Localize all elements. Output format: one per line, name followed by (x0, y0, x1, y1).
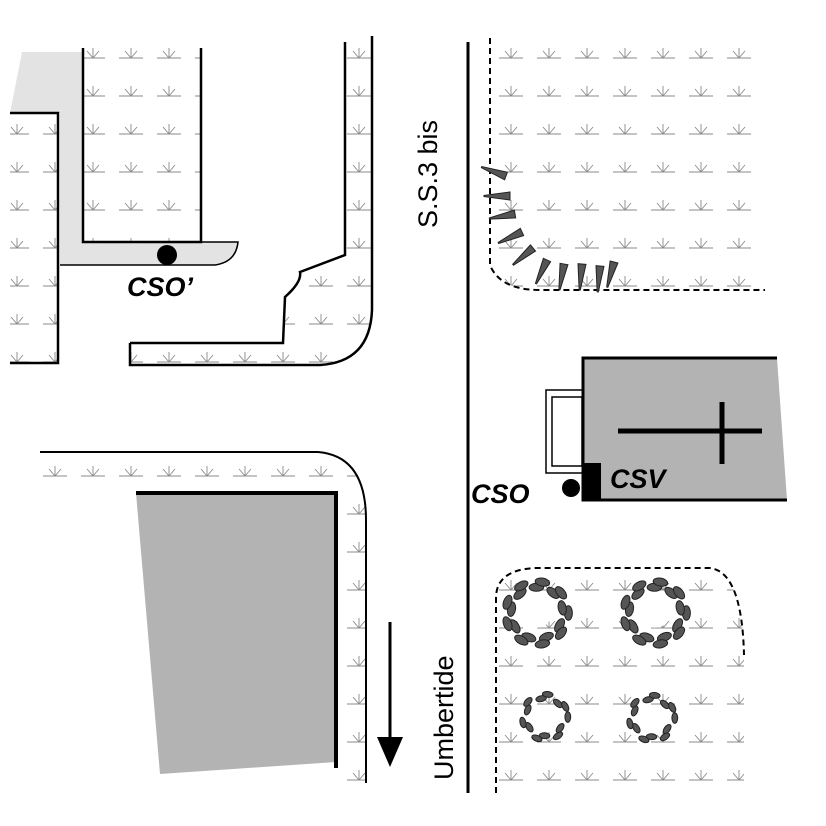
csv-label: CSV (610, 464, 668, 494)
entrance-inner (551, 396, 583, 467)
tree-leaf (555, 722, 565, 734)
left-strip-outline (10, 111, 60, 365)
arrow-down-icon (377, 622, 403, 767)
gray-building-edge (136, 491, 338, 768)
tree-leaf (514, 634, 529, 646)
tree-leaf (626, 717, 634, 730)
tree-leaf (645, 733, 658, 741)
tree-leaf (552, 731, 564, 741)
tree-leaf (632, 634, 647, 646)
cso-label: CSO (471, 479, 530, 509)
tree-leaf (564, 711, 572, 723)
tree-leaf (541, 690, 554, 698)
tree-leaf (554, 626, 568, 640)
light-gray-courtyard (10, 52, 238, 265)
tree-leaf (671, 712, 679, 724)
tree-leaf (502, 616, 513, 632)
bottom-right-park (495, 567, 745, 793)
park-boundary (495, 567, 745, 793)
top-left-block (10, 48, 239, 365)
tree-leaf (534, 639, 551, 649)
tree-center (640, 598, 670, 628)
tree-leaf (662, 723, 672, 735)
csv-point (583, 463, 601, 500)
tree-leaf (534, 577, 551, 587)
vegetation-area (490, 38, 765, 290)
cemetery-outline (581, 356, 787, 502)
tree-leaf (523, 704, 532, 716)
sidewalk-grass (40, 452, 366, 783)
tree-icon (626, 691, 679, 744)
tree-leaf (620, 616, 631, 632)
top-center-curb (128, 36, 374, 367)
courtyard-outline (60, 241, 239, 266)
tree-icon (620, 577, 691, 649)
cross-icon (618, 402, 762, 464)
road-label-south: Umbertide (429, 655, 459, 780)
cemetery-building (545, 356, 787, 502)
cso-prime-point (157, 245, 177, 265)
tree-leaf (538, 732, 551, 740)
tree-leaf (632, 580, 647, 592)
building-outline (81, 48, 203, 244)
tree-leaf (552, 698, 563, 709)
cso-point (562, 479, 580, 497)
tree-leaf (519, 716, 527, 729)
grass-area (83, 48, 201, 242)
tree-leaf (620, 594, 631, 610)
tree-leaf (675, 600, 685, 616)
left-grass-strip (10, 113, 58, 363)
gray-building (136, 493, 336, 774)
tree-leaf (514, 580, 529, 592)
vegetation-boundary (489, 38, 765, 291)
curb-outer-line (128, 36, 374, 367)
curb-inner-line (130, 42, 347, 345)
tree-center (534, 706, 556, 728)
tree-icon (502, 577, 573, 649)
tree-leaf (531, 734, 543, 743)
tree-leaf (630, 698, 640, 708)
tree-leaf (648, 691, 661, 699)
tree-center (641, 707, 663, 729)
bottom-left-block (40, 451, 367, 783)
thorn-icon (483, 191, 511, 201)
tree-leaf (672, 626, 686, 640)
road-label-north: S.S.3 bis (413, 120, 443, 228)
tree-leaf (668, 702, 677, 713)
tree-leaf (557, 600, 567, 616)
tree-icon (519, 690, 572, 743)
tree-leaf (638, 735, 650, 744)
sidewalk-edge (40, 451, 367, 783)
tree-leaf (652, 639, 669, 649)
top-right-vegetation (479, 38, 765, 293)
cso-prime-label: CSO’ (127, 272, 194, 302)
tree-leaf (630, 705, 639, 717)
tree-leaf (554, 586, 568, 600)
tree-leaf (652, 577, 669, 587)
tree-leaf (659, 732, 671, 742)
tree-center (522, 598, 552, 628)
tree-leaf (561, 701, 570, 712)
tree-leaf (659, 699, 670, 710)
tree-leaf (672, 586, 686, 600)
tree-leaf (523, 697, 533, 707)
tree-leaf (502, 594, 513, 610)
curb-grass (130, 36, 372, 365)
